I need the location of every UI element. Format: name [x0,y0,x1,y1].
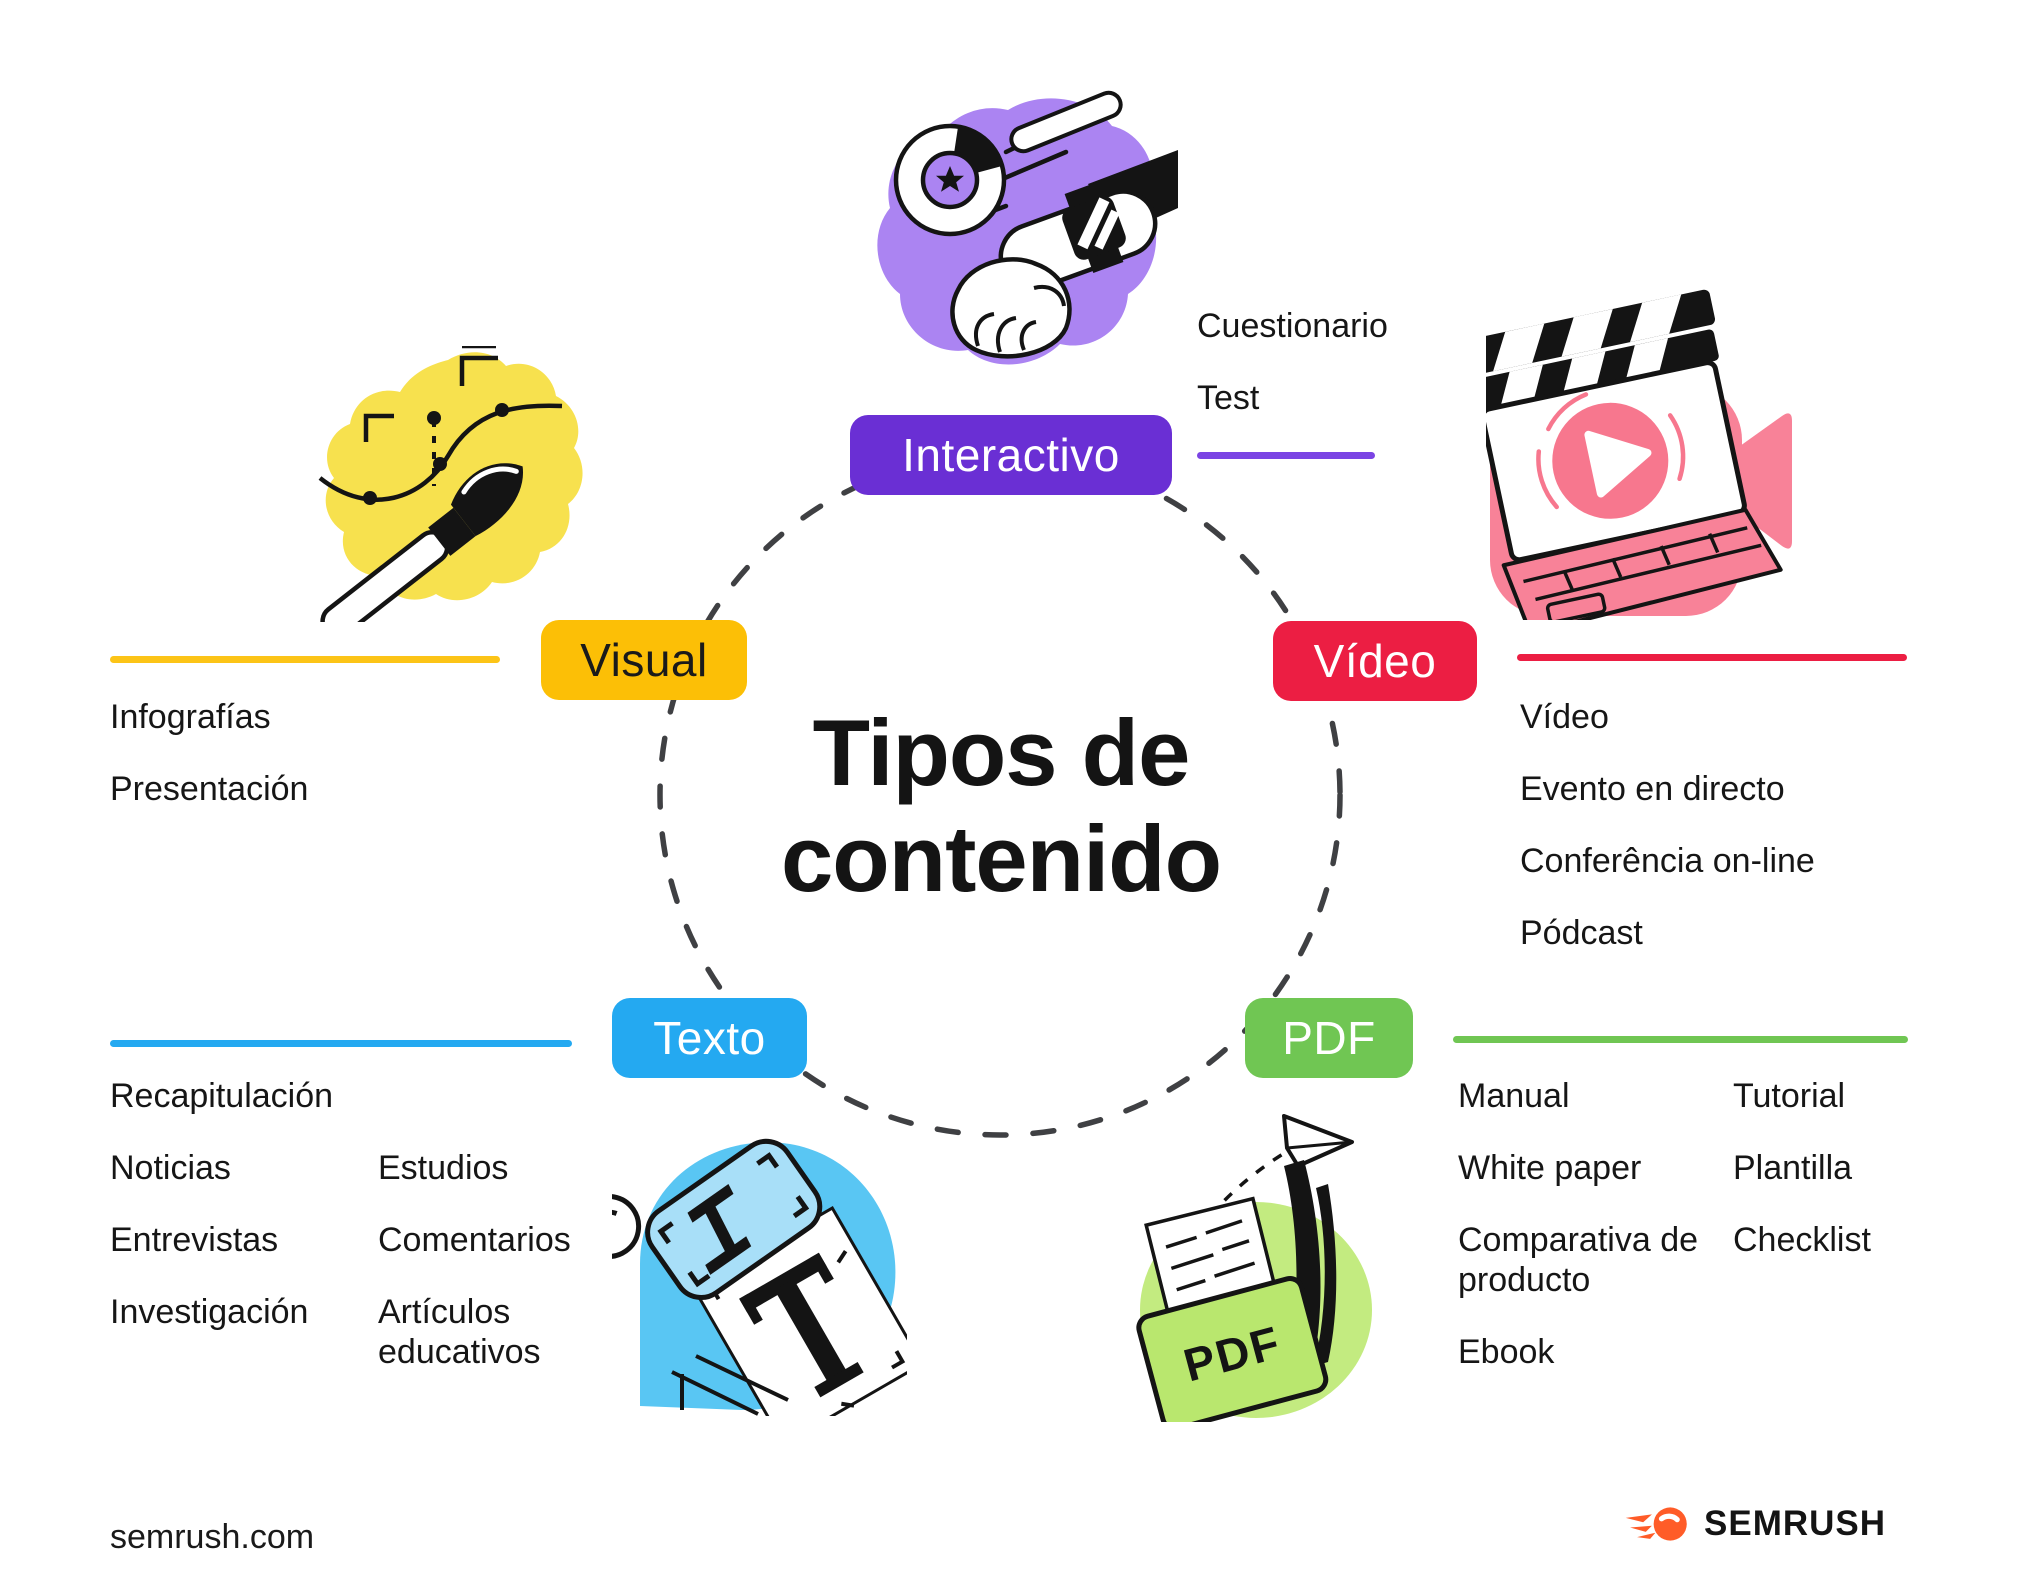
box-edge-icon [671,1354,789,1416]
list-item: Cuestionario [1197,307,1388,345]
visual-item-list: Infografías Presentación [110,697,308,809]
texto-item-list-col1: Recapitulación Noticias Entrevistas Inve… [110,1076,333,1332]
video-underline [1517,654,1907,661]
interactivo-underline [1197,452,1375,459]
badge-video: Vídeo [1273,621,1477,701]
paper-plane-icon [1282,1114,1354,1168]
list-item: Entrevistas [110,1221,279,1259]
list-item: Presentación [110,770,309,808]
list-item: Recapitulación [110,1077,334,1115]
paintbrush-icon [320,463,523,622]
badge-visual: Visual [541,620,747,700]
list-item: Investigación [110,1293,309,1331]
letterpress-illustration [612,1138,907,1416]
texto-item-list-col2: Estudios Comentarios Artículos educativo… [378,1148,628,1372]
pdf-item-list-col1: Manual White paper Comparativa de produc… [1458,1076,1708,1372]
smartwatch-icon [1062,183,1126,273]
list-item: Tutorial [1733,1077,1846,1115]
video-laptop-illustration [1486,289,1792,620]
list-item: Comentarios [378,1221,571,1259]
curve-points-icon [363,403,509,505]
list-item: Evento en directo [1520,770,1785,808]
pdf-underline [1453,1036,1908,1043]
video-item-list: Vídeo Evento en directo Conferência on-l… [1520,697,1815,953]
pdf-item-list-col2: Tutorial Plantilla Checklist [1733,1076,1871,1260]
list-item: Estudios [378,1149,509,1187]
paintbrush-illustration [318,346,583,622]
corner-marks-icon [363,346,498,442]
semrush-flame-icon [1625,1507,1687,1541]
list-item: Infografías [110,698,271,736]
list-item: Manual [1458,1077,1570,1115]
star-icon [936,166,964,192]
badge-interactivo: Interactivo [850,415,1172,495]
stamp-icon [612,1138,823,1300]
pdf-folder-icon: PDF [1136,1276,1329,1422]
list-item: White paper [1458,1149,1642,1187]
list-item: Artículos educativos [378,1293,541,1371]
camera-flap-icon [1740,413,1792,549]
play-button-icon [1536,392,1686,519]
pdf-folder-illustration: PDF [1136,1114,1372,1422]
semrush-logo: SEMRUSH [1624,1502,1886,1546]
list-item: Conferência on-line [1520,842,1815,880]
badge-texto: Texto [612,998,807,1078]
fist-icon [950,257,1072,359]
list-item: Test [1197,379,1260,417]
visual-underline [110,656,500,663]
list-item: Ebook [1458,1333,1555,1371]
list-item: Noticias [110,1149,231,1187]
list-item: Pódcast [1520,914,1643,952]
clapperboard-icon [1486,289,1719,411]
list-item: Comparativa de producto [1458,1221,1699,1299]
star-disc-icon [893,123,1007,237]
texto-underline [110,1040,572,1047]
page-title: Tipos de contenido [780,700,1222,912]
list-item: Vídeo [1520,698,1609,736]
smartwatch-illustration [877,90,1178,365]
laptop-keyboard-icon [1501,507,1783,620]
badge-pdf: PDF [1245,998,1413,1078]
interactivo-item-list: Cuestionario Test [1197,306,1388,418]
brand-name: SEMRUSH [1704,1504,1887,1543]
website-label: semrush.com [110,1518,315,1556]
list-item: Plantilla [1733,1149,1853,1187]
list-item: Checklist [1733,1221,1871,1259]
